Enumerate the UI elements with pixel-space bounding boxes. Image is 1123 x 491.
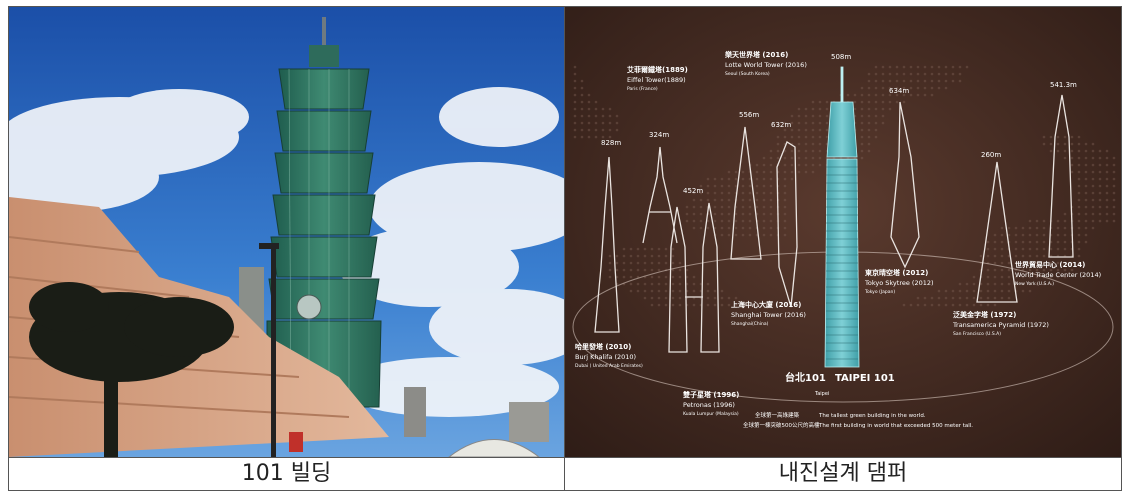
- tower-height-label: 508m: [831, 53, 851, 61]
- tower-name-label: Burj Khalifa (2010): [575, 353, 636, 361]
- tower-height-label: 556m: [739, 111, 759, 119]
- tower-name-label: Tokyo Skytree (2012): [864, 279, 934, 287]
- tower-height-label: 828m: [601, 139, 621, 147]
- tower-name-label: Shanghai Tower (2016): [731, 311, 806, 319]
- tower-location-label: Shanghai(China): [731, 321, 769, 327]
- tower-name-label: Lotte World Tower (2016): [725, 61, 807, 69]
- note-label: The first building in world that exceede…: [818, 423, 973, 429]
- note-label: The tallest green building in the world.: [818, 413, 926, 419]
- tower-location-label: Kuala Lumpur (Malaysia): [683, 411, 739, 417]
- tower-location-label: Seoul (South Korea): [725, 71, 770, 77]
- tower-name-label: Transamerica Pyramid (1972): [952, 321, 1049, 329]
- tower-name-zh-label: 上海中心大廈 (2016): [731, 300, 801, 309]
- tower-height-label: 632m: [771, 121, 791, 129]
- tower-name-zh-label: 世界貿易中心 (2014): [1015, 260, 1085, 269]
- tower-height-label: 452m: [683, 187, 703, 195]
- left-photo-caption: 101 빌딩: [8, 457, 565, 491]
- tower-name-zh-label: 艾菲爾鐵塔(1889): [627, 65, 688, 74]
- tower-name-zh-label: 樂天世界塔 (2016): [725, 50, 788, 59]
- tower-location-label: Dubai ( United Arab Emirates): [575, 363, 643, 369]
- tower-location-label: Taipei: [814, 391, 829, 397]
- tower-comparison-image: 828m 哈里發塔 (2010) Burj Khalifa (2010) Dubai …: [565, 7, 1121, 457]
- figure-table: 828m 哈里發塔 (2010) Burj Khalifa (2010) Dubai …: [8, 6, 1122, 491]
- tower-height-label: 260m: [981, 151, 1001, 159]
- tower-name-zh-label: 雙子星塔 (1996): [683, 390, 739, 399]
- tower-name-zh-label: 台北101: [785, 371, 826, 384]
- tower-name-label: Eiffel Tower(1889): [627, 76, 686, 84]
- tower-name-zh-label: 東京晴空塔 (2012): [865, 268, 928, 277]
- note-zh-label: 全球第一高綠建築: [755, 411, 800, 419]
- tower-height-label: 634m: [889, 87, 909, 95]
- right-photo-caption: 내진설계 댐퍼: [564, 457, 1122, 491]
- tower-height-label: 541.3m: [1050, 81, 1077, 89]
- tower-name-label: TAIPEI 101: [835, 373, 895, 384]
- tower-name-label: Petronas (1996): [683, 401, 735, 409]
- tower-name-label: World Trade Center (2014): [1015, 271, 1101, 279]
- tower-location-label: New York (U.S.A.): [1015, 281, 1054, 287]
- tower-height-label: 324m: [649, 131, 669, 139]
- tower-location-label: Paris (France): [627, 86, 658, 92]
- tower-location-label: Tokyo (Japan): [864, 289, 895, 295]
- tower-name-zh-label: 泛美金字塔 (1972): [953, 310, 1016, 319]
- note-zh-label: 全球第一棟突破500公尺的高樓: [743, 421, 820, 429]
- taipei101-photo: [8, 6, 565, 458]
- tower-comparison-photo: 828m 哈里發塔 (2010) Burj Khalifa (2010) Dubai …: [564, 6, 1122, 458]
- taipei101-photo-image: [9, 7, 564, 457]
- tower-location-label: San Francisco (U.S.A): [953, 331, 1001, 337]
- tower-name-zh-label: 哈里發塔 (2010): [575, 342, 631, 351]
